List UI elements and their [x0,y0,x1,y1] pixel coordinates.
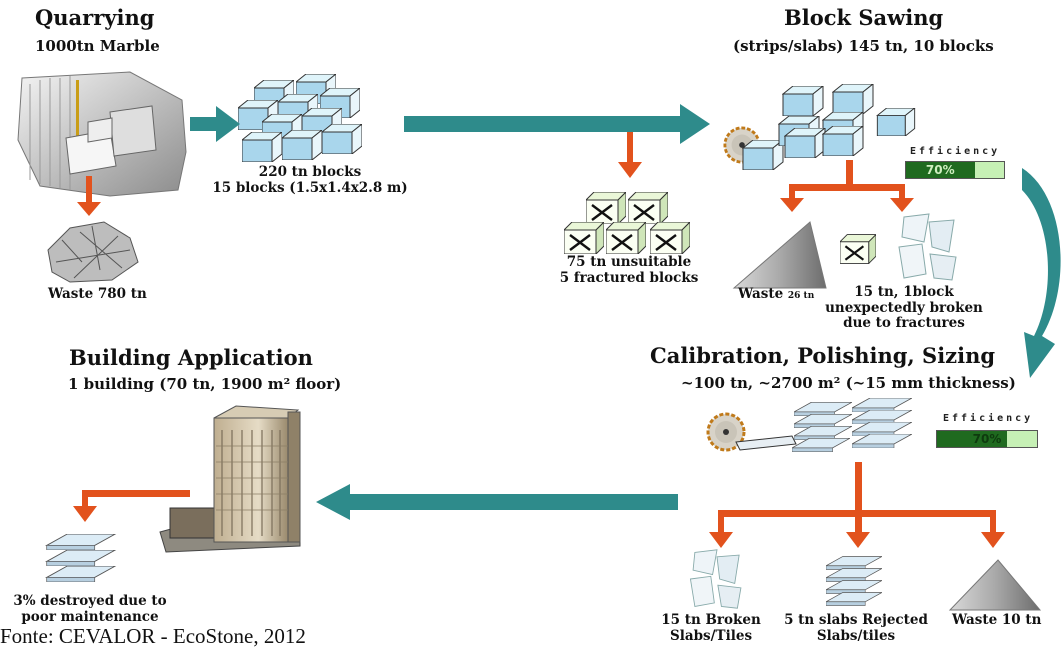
block-sawing-subtitle: (strips/slabs) 145 tn, 10 blocks [733,37,994,55]
flow-arrow-calibration-to-building [316,484,678,520]
flow-arrow-quarry-to-blocks [190,106,240,142]
sawing-broken-label: 15 tn, 1block unexpectedly broken due to… [825,284,983,332]
calibration-waste-label: Waste 10 tn [952,612,1042,628]
orange-arrow-building-destroyed [73,490,190,522]
orange-arrow-unsuitable [618,132,642,178]
calibration-waste-cone [948,559,1042,611]
building-title: Building Application [69,345,313,370]
sawing-efficiency-value: 70% [925,163,955,177]
block-sawing-title: Block Sawing [784,5,944,30]
stacked-blocks [238,74,362,162]
quarry-waste-pile [47,221,139,283]
orange-arrows-calibration-outputs [709,462,1005,548]
quarrying-title: Quarrying [35,5,155,30]
broken-slabs-icon [689,549,742,609]
sawing-efficiency-label: Efficiency [910,146,1001,157]
fractured-blocks [564,192,690,254]
quarry-illustration [17,71,187,197]
building-subtitle: 1 building (70 tn, 1900 m² floor) [68,375,342,393]
destroyed-slabs-icon [46,534,116,582]
source-credit: Fonte: CEVALOR - EcoStone, 2012 [0,624,306,648]
sawing-efficiency-fill [906,162,975,178]
sawing-waste-cone [732,221,827,289]
calibration-efficiency-label: Efficiency [943,413,1034,424]
calibration-subtitle: ~100 tn, ~2700 m² (~15 mm thickness) [681,374,1016,392]
calibration-efficiency-value: 70% [972,432,1002,446]
block-sawing-illustration [723,84,916,170]
sawing-waste-label: Waste 26 tn [738,286,815,302]
broken-block-icon [840,234,876,264]
rejected-slabs-icon [826,556,882,606]
flow-arrow-blocks-to-sawing [404,104,710,144]
calibration-illustration [706,398,912,452]
quarrying-subtitle: 1000tn Marble [35,37,160,55]
calibration-efficiency-fill [937,431,1007,447]
calibration-efficiency-bar: 70% [936,430,1038,448]
building-illustration [159,405,301,553]
flow-arrow-sawing-to-calibration [1022,168,1061,378]
orange-arrow-quarry-waste [77,176,101,216]
sawing-shards-icon [898,213,957,281]
calibration-title: Calibration, Polishing, Sizing [650,343,996,368]
quarrying-waste-label: Waste 780 tn [48,286,147,302]
sawing-efficiency-bar: 70% [905,161,1005,179]
orange-arrows-sawing-outputs [780,160,914,212]
